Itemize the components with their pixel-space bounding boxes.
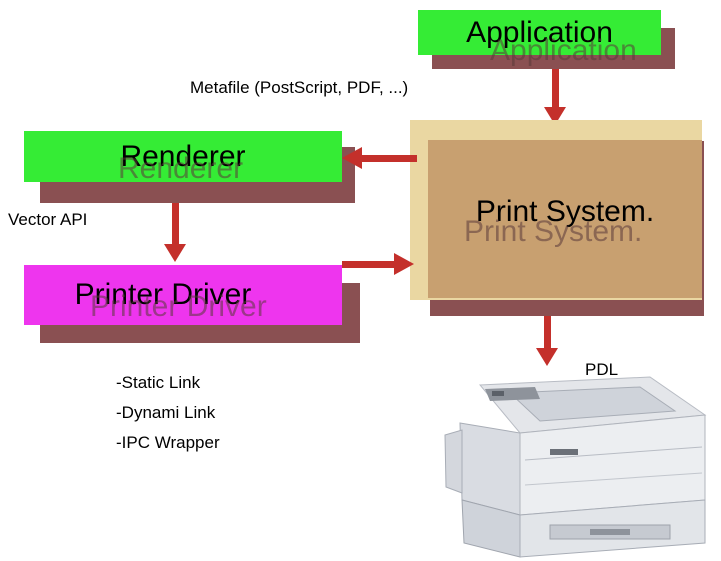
application-label: Application <box>466 15 613 49</box>
printer-icon <box>444 376 707 558</box>
print-system-box: Print System. <box>428 140 702 298</box>
application-ghost-label: Application <box>490 34 637 67</box>
arrow-print-system-to-renderer <box>360 155 417 162</box>
vector-api-label: Vector API <box>8 210 88 229</box>
link-type-item: -IPC Wrapper <box>116 433 220 452</box>
link-type-item: -Dynami Link <box>116 403 216 422</box>
printer-driver-label: Printer Driver <box>74 278 252 311</box>
arrowhead-print-system-to-printer <box>536 348 558 366</box>
arrow-renderer-to-printer-driver <box>172 203 179 248</box>
renderer-label: Renderer <box>120 139 246 173</box>
arrowhead-print-system-to-renderer <box>342 147 362 169</box>
arrow-printer-driver-to-print-system <box>342 261 398 268</box>
printer-driver-box: Printer Driver <box>24 265 342 325</box>
arrow-application-to-print-system <box>552 69 559 111</box>
renderer-ghost-label: Renderer <box>118 152 244 185</box>
arrowhead-renderer-to-printer-driver <box>164 244 186 262</box>
print-system-label: Print System. <box>475 195 655 228</box>
application-box: Application <box>418 10 661 55</box>
renderer-box: Renderer <box>24 131 342 182</box>
printer-driver-ghost-label: Printer Driver <box>90 290 267 323</box>
metafile-label: Metafile (PostScript, PDF, ...) <box>190 78 409 97</box>
print-system-ghost-label: Print System. <box>464 215 643 248</box>
link-type-item: -Static Link <box>116 373 201 392</box>
link-types-list: -Static Link -Dynami Link -IPC Wrapper <box>116 368 220 458</box>
arrow-print-system-to-printer <box>544 316 551 352</box>
arrowhead-printer-driver-to-print-system <box>394 253 414 275</box>
pdl-label: PDL <box>585 360 619 379</box>
